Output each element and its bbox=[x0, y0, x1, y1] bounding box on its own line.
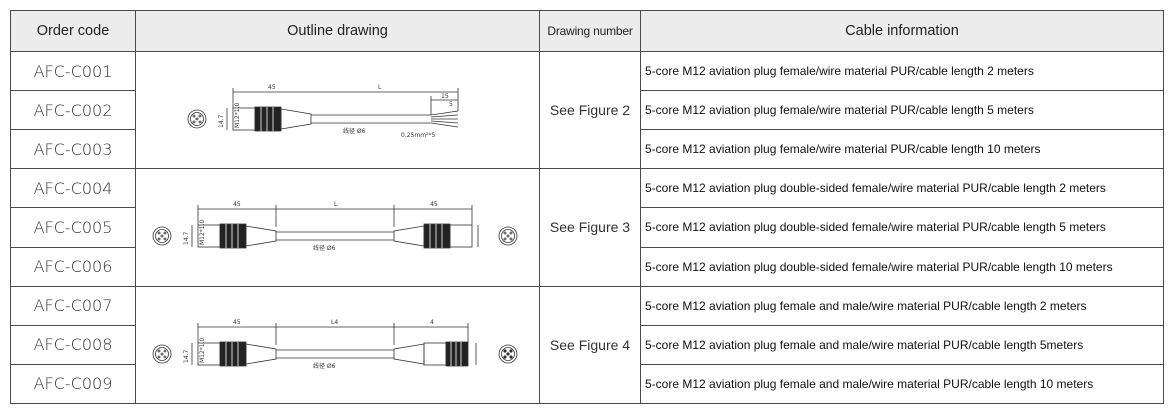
order-code-cell: AFC-C004 bbox=[10, 168, 136, 209]
width-label: 14.7 bbox=[183, 232, 190, 246]
outline-drawing-figure-2: 45 L 15 5 0.25mm²*5 线径 Ø6 14.7 M12*1.0 bbox=[135, 50, 540, 170]
figure-ref-cell: See Figure 2 bbox=[539, 50, 641, 170]
width-label: 14.7 bbox=[218, 115, 225, 129]
cable-diameter: 线径 Ø6 bbox=[313, 244, 336, 252]
nut-label: M12*1.0 bbox=[199, 337, 206, 363]
cable-drawing-single-female: 45 L 15 5 0.25mm²*5 线径 Ø6 14.7 M12*1.0 bbox=[187, 84, 458, 139]
dim-length-left-connector: 45 bbox=[233, 319, 241, 326]
dim-length-cable: L4 bbox=[331, 319, 338, 326]
header-row: Order code Outline drawing Drawing numbe… bbox=[10, 10, 1164, 52]
cable-diameter: 线径 Ø6 bbox=[343, 127, 366, 135]
order-code-cell: AFC-C002 bbox=[10, 90, 136, 131]
dim-length-right-connector: 4 bbox=[430, 319, 434, 326]
header-order-code: Order code bbox=[10, 10, 136, 52]
outline-drawing-figure-3: 45 L 45 线径 Ø6 14.7 M12*1.0 bbox=[135, 168, 540, 287]
cable-info-cell: 5-core M12 aviation plug female/wire mat… bbox=[640, 90, 1164, 131]
order-code-cell: AFC-C005 bbox=[10, 207, 136, 248]
dim-tin-length: 5 bbox=[449, 101, 453, 108]
cable-info-cell: 5-core M12 aviation plug double-sided fe… bbox=[640, 168, 1164, 209]
table-row: AFC-C007 bbox=[10, 285, 1164, 405]
header-drawing-number: Drawing number bbox=[539, 10, 641, 52]
dim-length-cable: L bbox=[334, 201, 338, 208]
table-row: AFC-C005 5-core M12 aviation plug double… bbox=[10, 207, 1164, 248]
dim-length-right-connector: 45 bbox=[430, 201, 438, 208]
order-code-cell: AFC-C003 bbox=[10, 129, 136, 170]
nut-label: M12*1.0 bbox=[234, 103, 241, 129]
dim-length-cable: L bbox=[378, 84, 382, 91]
cable-info-cell: 5-core M12 aviation plug double-sided fe… bbox=[640, 246, 1164, 287]
wire-spec: 0.25mm²*5 bbox=[401, 132, 435, 139]
cable-drawing-double-female: 45 L 45 线径 Ø6 14.7 M12*1.0 bbox=[152, 201, 517, 252]
cable-info-cell: 5-core M12 aviation plug double-sided fe… bbox=[640, 207, 1164, 248]
width-label: 14.7 bbox=[183, 349, 190, 363]
dim-strip-length: 15 bbox=[441, 93, 449, 100]
cable-info-cell: 5-core M12 aviation plug female/wire mat… bbox=[640, 129, 1164, 170]
table-row: AFC-C001 bbox=[10, 50, 1164, 170]
figure-ref-cell: See Figure 4 bbox=[539, 285, 641, 405]
outline-drawing-figure-4: 45 L4 4 线径 Ø6 14.7 M12*1.0 bbox=[135, 285, 540, 405]
cable-drawing-female-male: 45 L4 4 线径 Ø6 14.7 M12*1.0 bbox=[152, 319, 517, 370]
figure-ref-cell: See Figure 3 bbox=[539, 168, 641, 287]
table-row: AFC-C009 5-core M12 aviation plug female… bbox=[10, 363, 1164, 405]
order-code-cell: AFC-C007 bbox=[10, 285, 136, 326]
cable-info-cell: 5-core M12 aviation plug female/wire mat… bbox=[640, 50, 1164, 92]
product-spec-table: Order code Outline drawing Drawing numbe… bbox=[10, 10, 1164, 405]
cable-info-cell: 5-core M12 aviation plug female and male… bbox=[640, 324, 1164, 365]
dim-length-left-connector: 45 bbox=[233, 201, 241, 208]
dim-length-connector: 45 bbox=[268, 84, 276, 91]
table-row: AFC-C008 5-core M12 aviation plug female… bbox=[10, 324, 1164, 365]
table-row: AFC-C004 bbox=[10, 168, 1164, 287]
cable-info-cell: 5-core M12 aviation plug female and male… bbox=[640, 285, 1164, 326]
header-cable-information: Cable information bbox=[640, 10, 1164, 52]
order-code-cell: AFC-C009 bbox=[10, 363, 136, 405]
table-row: AFC-C003 5-core M12 aviation plug female… bbox=[10, 129, 1164, 170]
header-outline-drawing: Outline drawing bbox=[135, 10, 540, 52]
order-code-cell: AFC-C008 bbox=[10, 324, 136, 365]
table-row: AFC-C002 5-core M12 aviation plug female… bbox=[10, 90, 1164, 131]
order-code-cell: AFC-C006 bbox=[10, 246, 136, 287]
order-code-cell: AFC-C001 bbox=[10, 50, 136, 92]
cable-diameter: 线径 Ø6 bbox=[313, 362, 336, 370]
cable-info-cell: 5-core M12 aviation plug female and male… bbox=[640, 363, 1164, 405]
nut-label: M12*1.0 bbox=[199, 220, 206, 246]
table-row: AFC-C006 5-core M12 aviation plug double… bbox=[10, 246, 1164, 287]
